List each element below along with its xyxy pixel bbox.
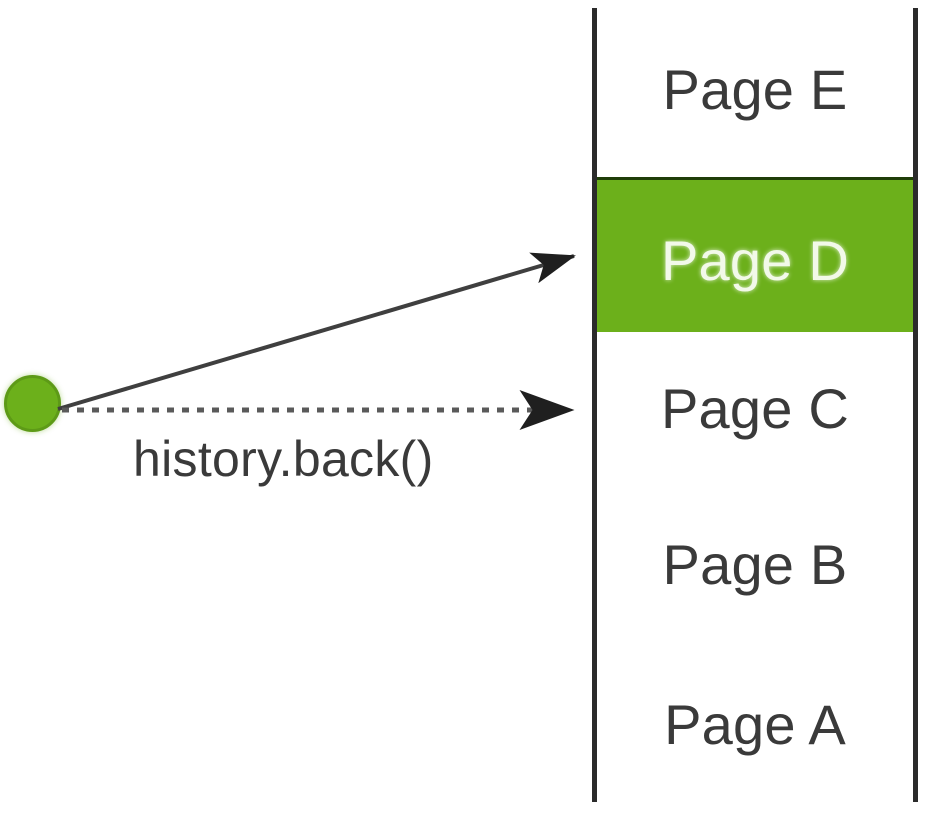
stack-item-page-a[interactable]: Page A	[597, 644, 913, 812]
solid-arrow-to-page-d	[57, 252, 576, 411]
page-label: Page E	[662, 57, 848, 121]
page-label: Page D	[661, 228, 849, 292]
stack-item-page-c[interactable]: Page C	[597, 332, 913, 497]
page-label: Page B	[662, 533, 848, 596]
current-position-node[interactable]	[4, 375, 61, 432]
history-back-caption: history.back()	[133, 431, 434, 487]
browser-history-stack: Page E Page D Page C Page B Page A	[592, 8, 918, 812]
page-label: Page A	[664, 693, 846, 756]
stack-item-page-e[interactable]: Page E	[597, 8, 913, 182]
stack-item-page-b[interactable]: Page B	[597, 492, 913, 649]
page-label: Page C	[661, 377, 849, 440]
stack-item-page-d-active[interactable]: Page D	[597, 177, 913, 337]
